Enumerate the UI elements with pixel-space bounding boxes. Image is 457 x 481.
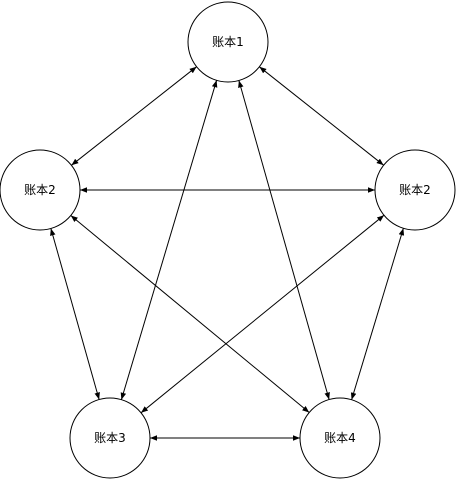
- node-n2r: 账本2: [374, 149, 456, 231]
- edge-n2r-n4: [350, 228, 405, 400]
- node-label: 账本4: [324, 431, 356, 445]
- node-circle: [374, 149, 456, 231]
- node-circle: [299, 397, 381, 479]
- edge-n1-n2l: [71, 66, 197, 166]
- node-label: 账本1: [212, 35, 244, 49]
- edge-n2l-n4: [70, 215, 310, 413]
- edges-layer: [50, 66, 405, 441]
- node-n3: 账本3: [69, 397, 151, 479]
- node-circle: [187, 1, 269, 83]
- edge-n2r-n3: [140, 214, 385, 414]
- node-n1: 账本1: [187, 1, 269, 83]
- node-n2l: 账本2: [0, 149, 81, 231]
- node-n4: 账本4: [299, 397, 381, 479]
- edge-n2l-n3: [50, 228, 100, 400]
- node-label: 账本3: [94, 431, 126, 445]
- node-label: 账本2: [399, 183, 431, 197]
- edge-n1-n4: [238, 80, 330, 400]
- node-circle: [69, 397, 151, 479]
- node-label: 账本2: [24, 183, 56, 197]
- edge-n1-n3: [120, 80, 218, 400]
- node-circle: [0, 149, 81, 231]
- edge-n1-n2r: [259, 66, 384, 166]
